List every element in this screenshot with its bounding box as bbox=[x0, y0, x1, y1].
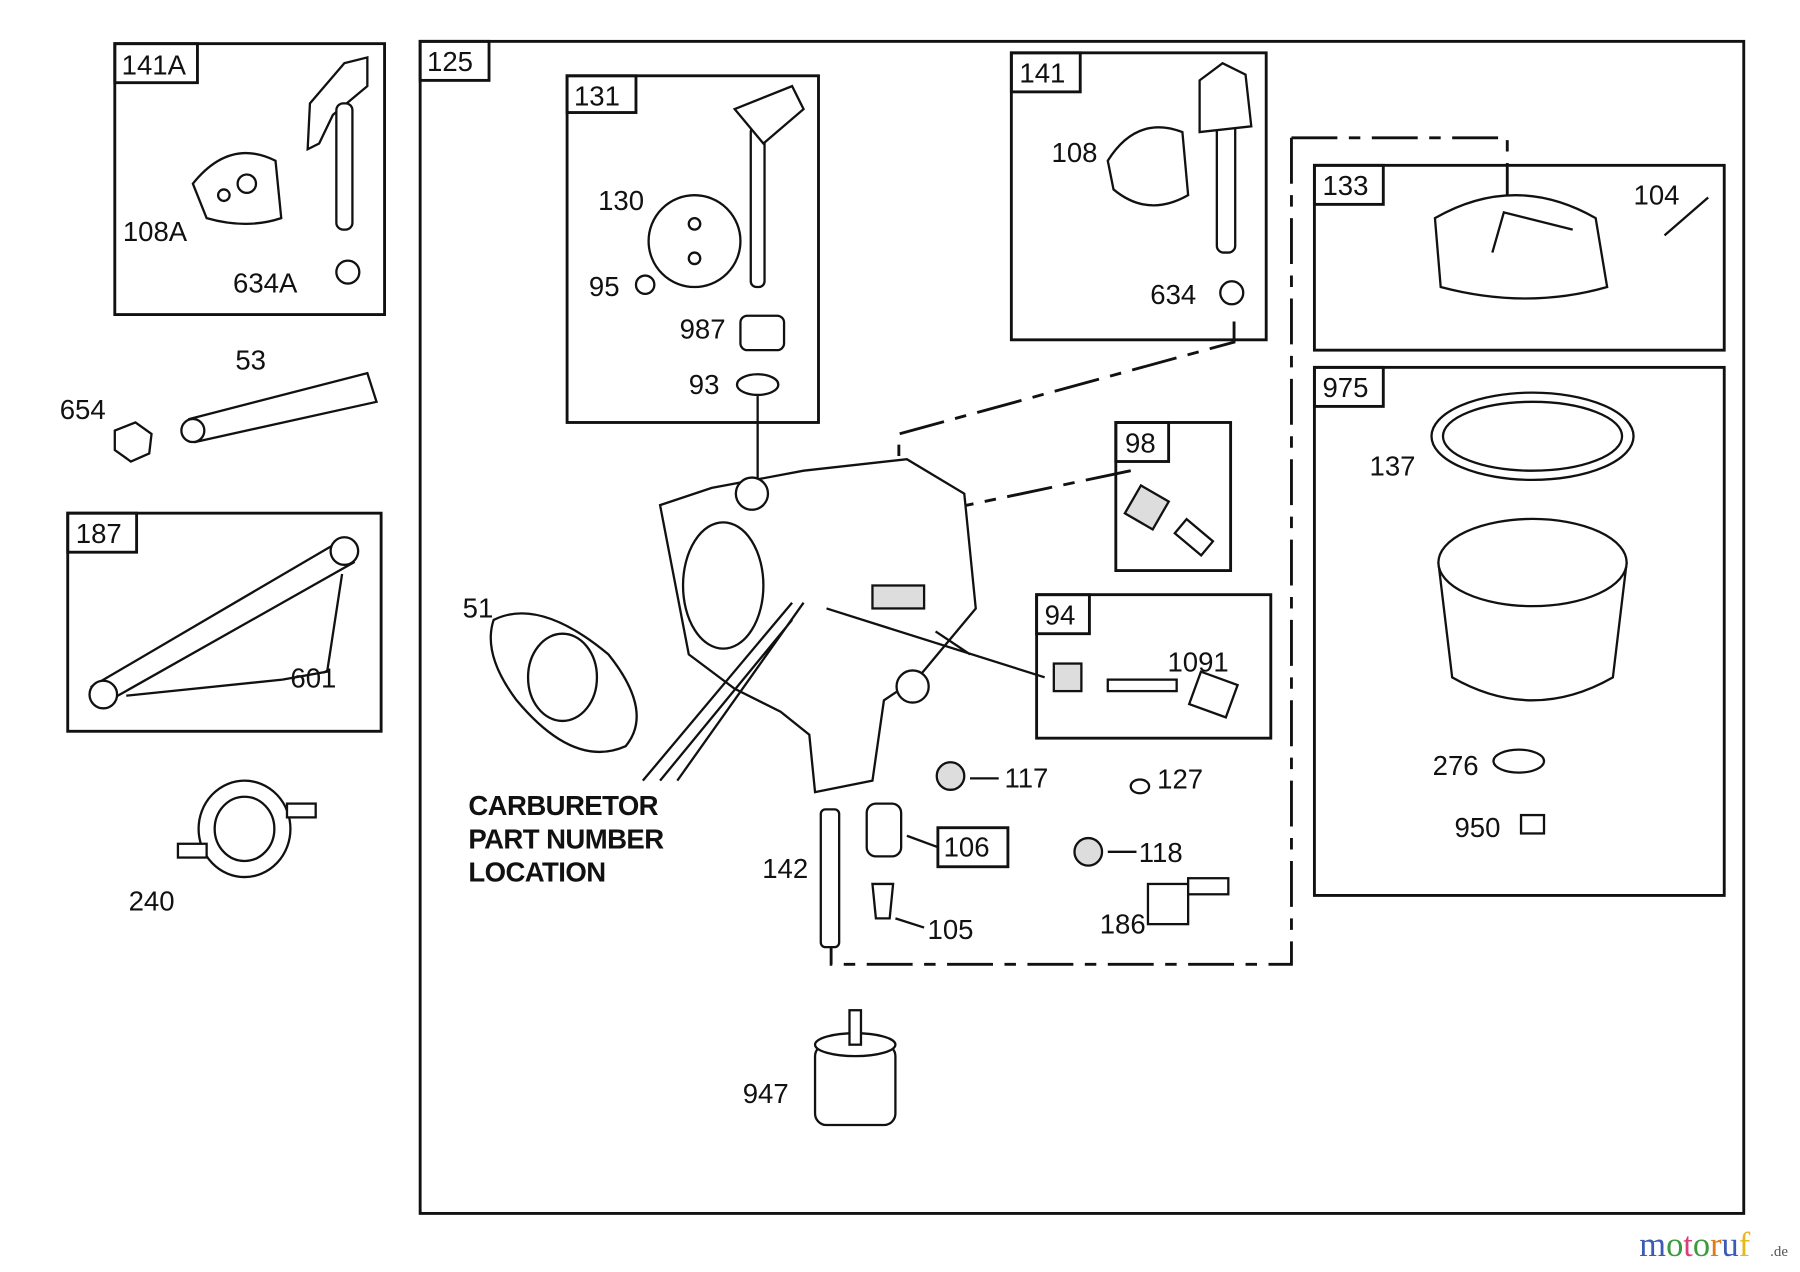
callout-104: 104 bbox=[1634, 179, 1680, 210]
callout-137: 137 bbox=[1370, 450, 1416, 481]
callout-labels: 108A 634A 53 654 601 240 130 95 987 93 108 634 104 13… bbox=[60, 137, 1680, 1109]
carburetor-part-number-note: CARBURETOR PART NUMBER LOCATION bbox=[468, 790, 664, 888]
callout-130: 130 bbox=[598, 185, 644, 216]
callout-93: 93 bbox=[689, 369, 720, 400]
callout-601: 601 bbox=[290, 663, 336, 694]
callout-947: 947 bbox=[743, 1078, 789, 1109]
box-label-975: 975 bbox=[1322, 372, 1368, 403]
link-line-141 bbox=[897, 321, 1236, 488]
watermark-letter: o bbox=[1666, 1226, 1683, 1264]
group-box-94: 94 bbox=[1035, 593, 1273, 740]
watermark-letter: m bbox=[1639, 1226, 1666, 1264]
callout-276: 276 bbox=[1433, 750, 1479, 781]
group-box-98: 98 bbox=[1114, 421, 1233, 573]
box-label-125: 125 bbox=[427, 46, 473, 77]
box-label-94: 94 bbox=[1045, 600, 1076, 631]
callout-51: 51 bbox=[463, 593, 494, 624]
callout-105: 105 bbox=[928, 914, 974, 945]
box-label-133: 133 bbox=[1322, 170, 1368, 201]
group-box-141A: 141A bbox=[113, 42, 387, 317]
callout-634: 634 bbox=[1150, 279, 1196, 310]
callout-1091: 1091 bbox=[1167, 647, 1228, 678]
callout-108A: 108A bbox=[123, 216, 188, 247]
callout-108: 108 bbox=[1052, 137, 1098, 168]
group-box-187: 187 bbox=[66, 511, 383, 733]
boxed-callout-106: 106 bbox=[936, 826, 1010, 869]
callout-53: 53 bbox=[235, 345, 266, 376]
group-box-975: 975 bbox=[1312, 365, 1726, 897]
callout-142: 142 bbox=[762, 853, 808, 884]
callout-240: 240 bbox=[129, 885, 175, 916]
motoruf-watermark-logo: motoruf .de bbox=[1639, 1226, 1788, 1264]
box-label-187: 187 bbox=[76, 518, 122, 549]
callout-950: 950 bbox=[1454, 812, 1500, 843]
group-box-131: 131 bbox=[565, 74, 820, 424]
part-drawings bbox=[88, 55, 1709, 1127]
callout-654: 654 bbox=[60, 394, 106, 425]
note-line-2: PART NUMBER bbox=[468, 823, 664, 854]
callout-987: 987 bbox=[680, 314, 726, 345]
watermark-suffix: .de bbox=[1770, 1244, 1788, 1260]
watermark-letter: r bbox=[1710, 1226, 1722, 1264]
note-line-1: CARBURETOR bbox=[468, 790, 658, 821]
group-box-141: 141 bbox=[1009, 51, 1268, 342]
callout-127: 127 bbox=[1157, 764, 1203, 795]
callout-117: 117 bbox=[1004, 763, 1048, 794]
callout-95: 95 bbox=[589, 271, 620, 302]
watermark-text: motoruf bbox=[1639, 1226, 1750, 1264]
watermark-letter: f bbox=[1739, 1226, 1751, 1264]
box-label-141A: 141A bbox=[122, 50, 187, 81]
box-label-106: 106 bbox=[944, 831, 990, 862]
callout-634A: 634A bbox=[233, 268, 298, 299]
callout-118: 118 bbox=[1139, 837, 1183, 868]
watermark-letter: u bbox=[1722, 1226, 1739, 1264]
group-box-133: 133 bbox=[1312, 163, 1726, 352]
box-label-131: 131 bbox=[574, 81, 620, 112]
watermark-letter: o bbox=[1693, 1226, 1710, 1264]
watermark-letter: t bbox=[1683, 1226, 1693, 1264]
box-label-141: 141 bbox=[1019, 58, 1065, 89]
box-label-98: 98 bbox=[1125, 427, 1156, 458]
note-line-3: LOCATION bbox=[468, 857, 605, 888]
group-box-125: 125 bbox=[418, 39, 1746, 1215]
assembly-outline bbox=[829, 136, 1509, 966]
callout-186: 186 bbox=[1100, 908, 1146, 939]
